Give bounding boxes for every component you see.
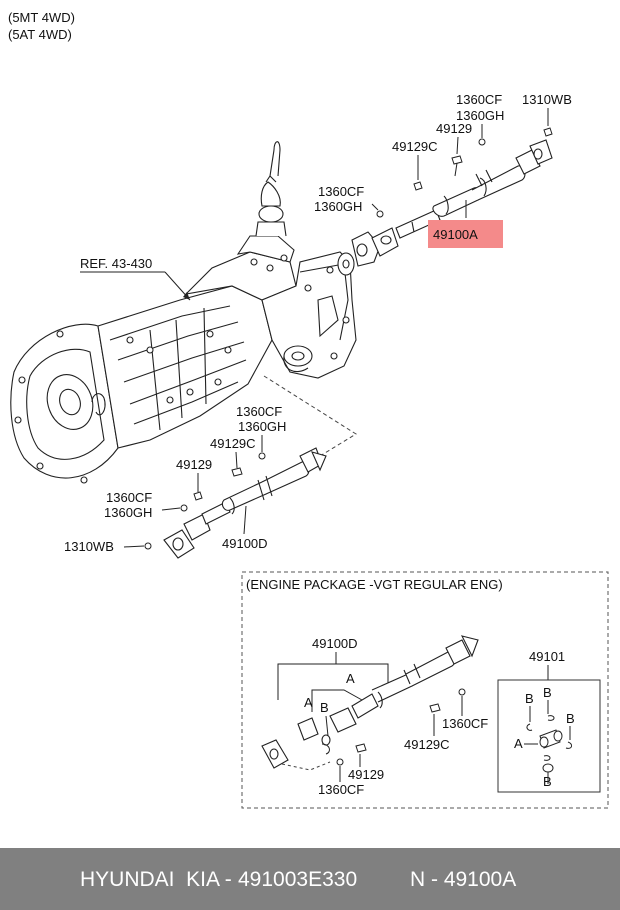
ep-dashed-line	[281, 761, 331, 771]
ep-shaft-label: 49100D	[312, 636, 358, 651]
leader-line	[371, 203, 379, 211]
kit-label-b-bottom: B	[543, 774, 552, 789]
variant-label-5at: (5AT 4WD)	[8, 27, 72, 42]
grease-nipple-icon	[258, 452, 266, 460]
ep-label-b: B	[320, 700, 329, 715]
rear-wb-label: 1310WB	[64, 539, 114, 554]
rear-gh2-label: 1360GH	[104, 505, 152, 520]
kit-label-b-left: B	[525, 691, 534, 706]
snap-ring-icon	[321, 743, 330, 755]
kit-label-b-top: B	[543, 685, 552, 700]
rear-bolt-label: 49129	[176, 457, 212, 472]
transmission-illustration	[10, 141, 357, 484]
ep-propeller-shaft	[261, 635, 479, 769]
nut-icon	[413, 181, 423, 191]
leader-line	[161, 507, 181, 511]
ep-cf2-label: 1360CF	[318, 782, 364, 797]
footer-brand: HYUNDAI KIA -	[80, 868, 238, 891]
bolt-icon	[193, 491, 203, 501]
rear-shaft-hardware	[144, 452, 266, 550]
footer-bar: HYUNDAI KIA - 491003E330 N - 49100A	[0, 848, 620, 910]
rear-bolt-c-label: 49129C	[210, 436, 256, 451]
nut-icon	[458, 688, 466, 696]
leader-line	[456, 136, 459, 155]
front-gh2-label: 1360GH	[314, 199, 362, 214]
ep-bracket	[277, 663, 389, 700]
rear-shaft-part-label: 49100D	[222, 536, 268, 551]
front-bolt-c-label: 49129C	[392, 139, 438, 154]
front-shaft-part-label: 49100A	[433, 227, 478, 242]
exploded-parts-diagram: (5MT 4WD) (5AT 4WD)	[8, 10, 609, 809]
bolt-icon	[543, 127, 553, 137]
variant-label-5mt: (5MT 4WD)	[8, 10, 75, 25]
nut-icon	[336, 758, 344, 766]
ep-label-a: A	[346, 671, 355, 686]
front-shaft-hardware	[376, 127, 553, 218]
bolt-icon	[451, 155, 463, 165]
ujoint-kit-label: 49101	[529, 649, 565, 664]
connection-dashed-line	[263, 375, 357, 457]
front-cf-label: 1360CF	[456, 92, 502, 107]
ref-arrow	[183, 292, 190, 300]
front-wb-label: 1310WB	[522, 92, 572, 107]
engine-package-frame	[241, 571, 609, 809]
footer-ref: N - 49100A	[410, 868, 517, 891]
bolt-icon	[231, 467, 243, 477]
highlight-box	[428, 220, 503, 248]
front-gh-label: 1360GH	[456, 108, 504, 123]
kit-label-b-right: B	[566, 711, 575, 726]
front-cf2-label: 1360CF	[318, 184, 364, 199]
grease-nipple-icon	[376, 210, 384, 218]
rear-propeller-shaft	[163, 447, 327, 559]
kit-label-a: A	[514, 736, 523, 751]
leader-line	[311, 689, 363, 712]
ep-hardware	[321, 688, 466, 766]
leader-line	[325, 715, 329, 737]
rear-gh-label: 1360GH	[238, 419, 286, 434]
rear-cf2-label: 1360CF	[106, 490, 152, 505]
bolt-icon	[429, 703, 441, 713]
ref-label: REF. 43-430	[80, 256, 152, 271]
leader-line	[123, 545, 145, 548]
footer-part-number: 491003E330	[238, 868, 358, 891]
ujoint-cross-icon	[524, 700, 573, 784]
ep-cf-label: 1360CF	[442, 716, 488, 731]
bolt-icon	[144, 542, 152, 550]
nut-icon	[180, 504, 188, 512]
leader-line	[243, 505, 247, 535]
front-propeller-shaft	[351, 139, 553, 267]
engine-package-title: (ENGINE PACKAGE -VGT REGULAR ENG)	[246, 577, 503, 592]
front-bolt-label: 49129	[436, 121, 472, 136]
leader-line	[235, 451, 238, 469]
bolt-icon	[355, 743, 367, 753]
ep-bolt-label: 49129	[348, 767, 384, 782]
rear-cf-label: 1360CF	[236, 404, 282, 419]
ep-bolt-c-label: 49129C	[404, 737, 450, 752]
grease-nipple-icon	[478, 138, 486, 146]
ep-label-a2: A	[304, 695, 313, 710]
